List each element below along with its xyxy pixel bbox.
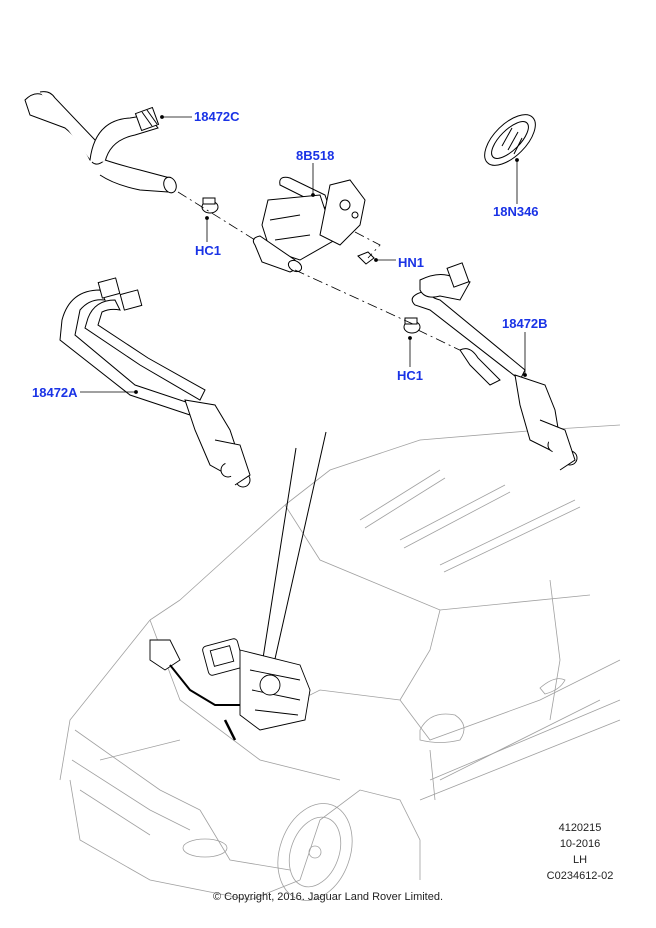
copyright-notice: © Copyright, 2016. Jaguar Land Rover Lim… [212,891,444,903]
grommet-18N346 [484,114,536,166]
pump-8B518 [252,176,366,273]
location-leader-lines [257,431,327,691]
clamps [201,197,421,334]
callout-18N346[interactable]: 18N346 [493,204,539,219]
callout-HC1-left[interactable]: HC1 [195,243,222,258]
illustration-code: C0234612-02 [546,870,614,882]
callout-leaders [80,115,527,394]
drive-side: LH [572,854,588,866]
callout-8B518[interactable]: 8B518 [296,148,335,163]
hvac-module-in-vehicle [149,638,311,741]
hose-18472C [24,91,177,194]
callout-18472A[interactable]: 18472A [32,385,78,400]
callout-HN1[interactable]: HN1 [398,255,425,270]
hose-18472A [59,277,251,488]
drawing-date: 10-2016 [559,838,601,850]
drawing-number: 4120215 [558,822,602,834]
callout-18472C[interactable]: 18472C [194,109,240,124]
hose-18472B [411,262,578,471]
callout-18472B[interactable]: 18472B [502,316,548,331]
callout-HC1-right[interactable]: HC1 [397,368,424,383]
